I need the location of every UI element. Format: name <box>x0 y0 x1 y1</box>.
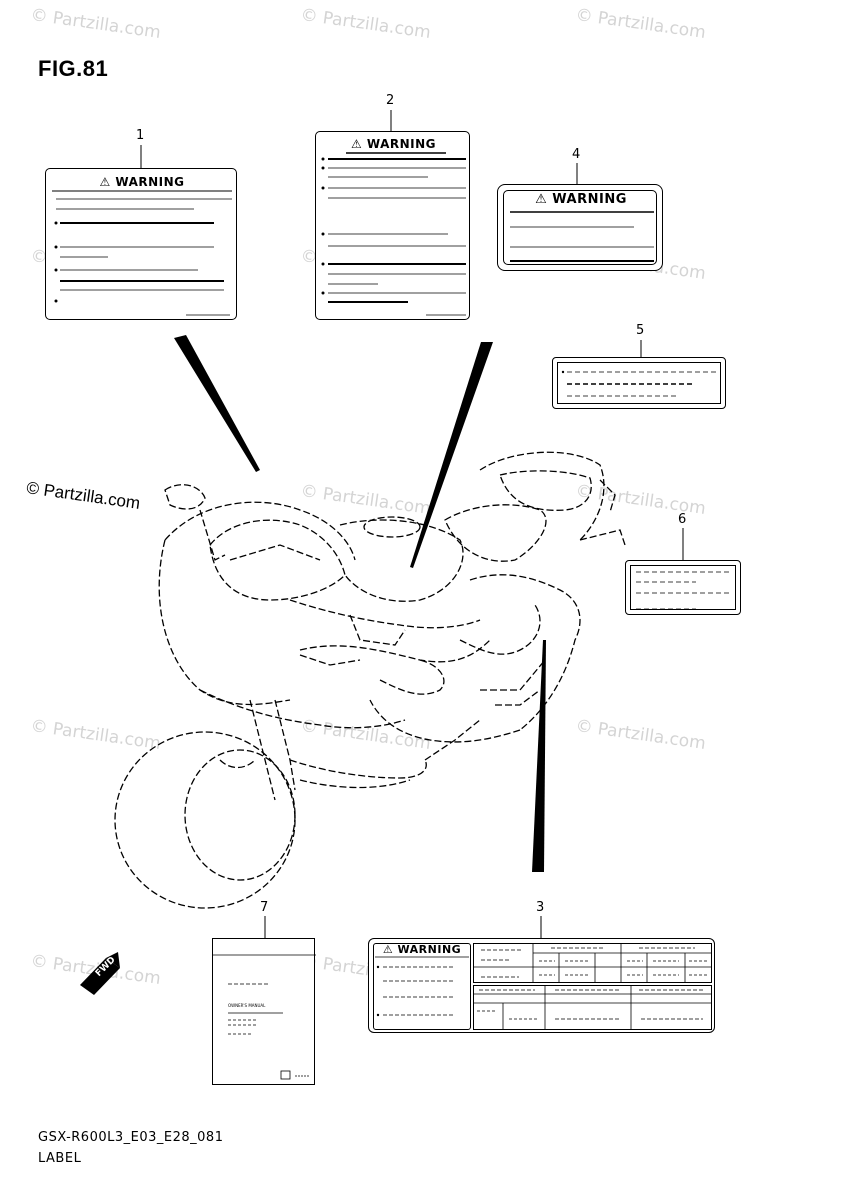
warning-triangle-icon: ⚠ <box>535 192 548 207</box>
diagram-caption: LABEL <box>38 1151 82 1166</box>
warning-title: WARNING <box>552 192 627 207</box>
label-6 <box>625 560 741 615</box>
part-number-7: 7 <box>260 900 269 915</box>
warning-title: WARNING <box>397 943 462 956</box>
warning-label-2: ⚠ WARNING <box>315 131 470 320</box>
warning-triangle-icon: ⚠ <box>99 175 111 189</box>
part-number-1: 1 <box>136 128 145 143</box>
owners-manual: OWNER'S MANUAL <box>212 938 316 1085</box>
manual-title: OWNER'S MANUAL <box>228 1003 266 1008</box>
warning-triangle-icon: ⚠ <box>382 943 394 956</box>
warning-title: WARNING <box>366 137 437 151</box>
pointer-wedge-2 <box>410 342 493 568</box>
part-number-6: 6 <box>678 512 687 527</box>
warning-title: WARNING <box>115 175 185 189</box>
warning-label-4: ⚠ WARNING <box>497 184 663 271</box>
warning-triangle-icon: ⚠ <box>350 137 363 151</box>
part-number-3: 3 <box>536 900 545 915</box>
pointer-wedge-1 <box>174 335 260 472</box>
motorcycle-outline <box>114 451 626 909</box>
part-number-5: 5 <box>636 323 645 338</box>
part-number-2: 2 <box>386 93 395 108</box>
figure-title: FIG.81 <box>38 56 109 81</box>
warning-label-3: ⚠ WARNING <box>368 938 715 1033</box>
pointer-wedge-3 <box>532 640 546 872</box>
part-number-4: 4 <box>572 147 581 162</box>
label-5 <box>552 357 726 409</box>
warning-label-1: ⚠ WARNING <box>45 168 237 320</box>
fwd-arrow-icon <box>80 952 120 995</box>
diagram-code: GSX-R600L3_E03_E28_081 <box>38 1130 224 1145</box>
